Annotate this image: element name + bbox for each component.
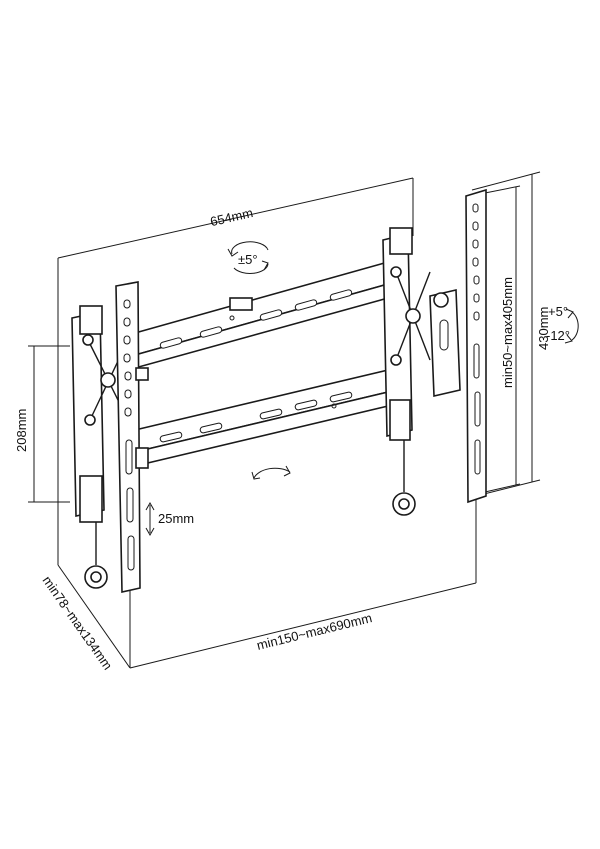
level-icon	[229, 297, 253, 311]
right-arm-holes	[472, 203, 481, 475]
label-vertical-adjust: 25mm	[158, 511, 194, 526]
label-vesa-vertical: min50~max405mm	[500, 277, 515, 388]
wall-plate	[134, 260, 389, 468]
label-height-plate: 208mm	[14, 409, 29, 452]
bottom-rail-slots	[159, 391, 353, 443]
label-width-overall: 654mm	[209, 205, 255, 229]
dimension-lines	[28, 171, 541, 669]
label-tilt-up: +5°	[548, 304, 568, 319]
label-tilt-down: -12°	[546, 328, 570, 343]
label-depth: min78~max134mm	[40, 573, 116, 672]
label-height-overall: 430mm	[536, 307, 551, 350]
right-vertical-arm	[465, 188, 487, 504]
right-arm-assembly	[382, 227, 461, 516]
rotation-arrows	[227, 241, 579, 480]
label-vesa-horizontal: min150~max690mm	[255, 610, 373, 653]
top-rail-slots	[159, 289, 353, 349]
label-tilt-swivel: ±5°	[238, 252, 258, 267]
left-arm-holes	[123, 299, 135, 571]
left-vertical-arm	[115, 281, 149, 593]
left-arm-assembly	[71, 305, 129, 589]
